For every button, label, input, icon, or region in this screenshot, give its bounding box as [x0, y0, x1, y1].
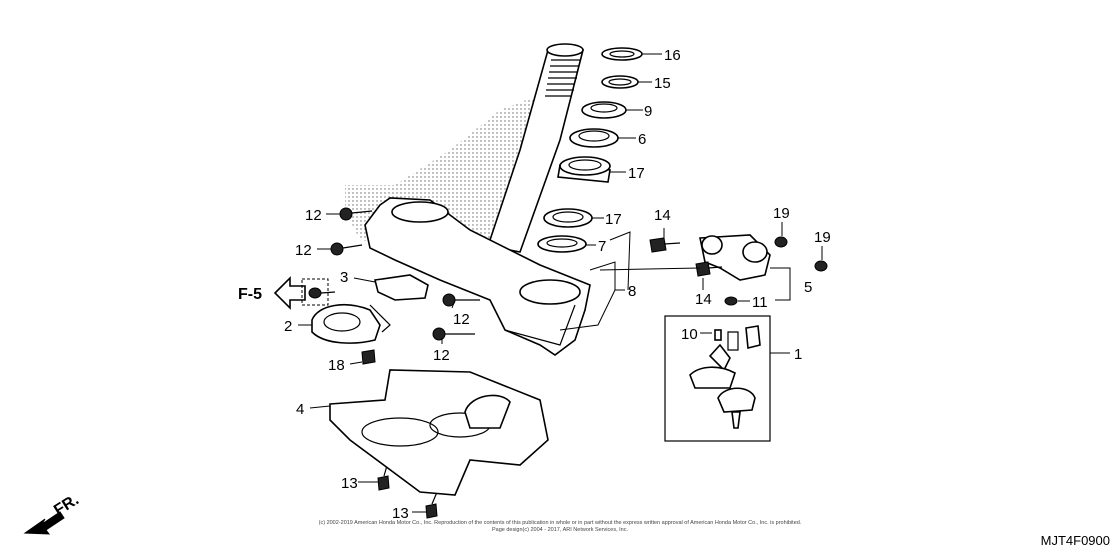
cover-4: [329, 369, 549, 496]
callout-3: 3: [340, 269, 348, 286]
callout-6: 6: [638, 131, 646, 148]
callout-7: 7: [598, 238, 606, 255]
callout-17-upper: 17: [628, 165, 645, 182]
nut-16: [601, 47, 643, 61]
callout-14-lower: 14: [695, 291, 712, 308]
callout-13-a: 13: [341, 475, 358, 492]
callout-16: 16: [664, 47, 681, 64]
callout-10: 10: [681, 326, 698, 343]
callout-12-d: 12: [433, 347, 450, 364]
nut-19-a: [774, 236, 788, 248]
callout-1: 1: [794, 346, 802, 363]
callout-12-a: 12: [305, 207, 322, 224]
front-direction-arrow: FR.: [23, 491, 82, 535]
diagram-code: MJT4F0900: [1040, 533, 1110, 548]
washer-15: [601, 75, 639, 89]
callout-17-lower: 17: [605, 211, 622, 228]
callout-4: 4: [296, 401, 304, 418]
callout-9: 9: [644, 103, 652, 120]
bearing-17-upper: [557, 156, 611, 183]
callout-14-upper: 14: [654, 207, 671, 224]
callout-13-b: 13: [392, 505, 409, 522]
callout-12-c: 12: [453, 311, 470, 328]
callout-19-b: 19: [814, 229, 831, 246]
callout-18: 18: [328, 357, 345, 374]
bolt-12-b: [330, 242, 363, 256]
callout-19-a: 19: [773, 205, 790, 222]
bolt-f5: [308, 287, 336, 299]
horn-2: [311, 304, 391, 344]
bolt-14-upper: [649, 237, 681, 253]
callout-2: 2: [284, 318, 292, 335]
nut-19-b: [814, 260, 828, 272]
bolt-18: [361, 349, 376, 365]
cylinder-body-5: [699, 234, 771, 281]
dust-seal-6: [569, 128, 619, 148]
bolt-12-c: [442, 293, 480, 307]
callout-15: 15: [654, 75, 671, 92]
bolt-12-d: [432, 327, 475, 341]
page-reference-arrow: F-5: [238, 276, 329, 310]
screw-11: [724, 296, 738, 306]
horn-bracket-3: [374, 274, 429, 301]
callout-5: 5: [804, 279, 812, 296]
race-7: [537, 235, 587, 253]
nut-9: [581, 101, 627, 119]
callout-11: 11: [752, 294, 768, 311]
bearing-17-lower: [543, 208, 593, 228]
page-reference-label: F-5: [238, 286, 262, 303]
key-set-box: [664, 315, 771, 442]
copyright-line-2: Page design(c) 2004 - 2017, ARI Network …: [491, 527, 629, 533]
callout-8: 8: [628, 283, 636, 300]
copyright-notice: (c) 2002-2019 American Honda Motor Co., …: [300, 520, 820, 534]
callout-12-b: 12: [295, 242, 312, 259]
steering-head: [364, 197, 591, 356]
steering-stem: [486, 43, 585, 253]
bolt-12-a: [339, 207, 373, 221]
leader-lines: [298, 53, 823, 513]
bolt-14-lower: [695, 261, 723, 277]
callout-labels: 16 15 9 6 17 17 7 8 14 14 19 19 5 11 1 1…: [284, 47, 831, 522]
copyright-line-1: (c) 2002-2019 American Honda Motor Co., …: [318, 520, 802, 526]
